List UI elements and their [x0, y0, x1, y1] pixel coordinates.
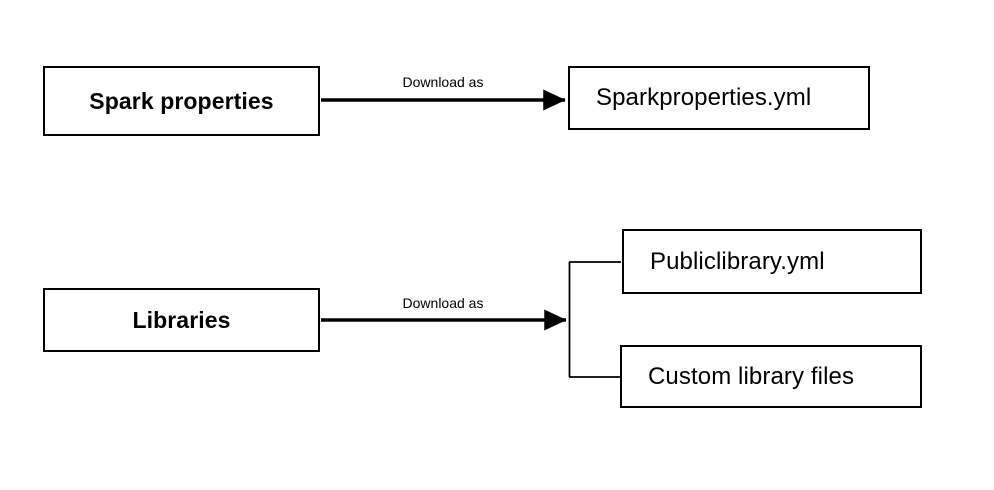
node-sparkproperties-yml[interactable]: Sparkproperties.yml [568, 66, 870, 130]
node-libraries[interactable]: Libraries [43, 288, 320, 352]
node-publiclibrary-yml-label: Publiclibrary.yml [650, 247, 825, 275]
node-sparkproperties-yml-label: Sparkproperties.yml [596, 84, 812, 112]
edge-label-spark-properties-download-as: Download as [321, 75, 565, 89]
node-custom-library-files-label: Custom library files [648, 362, 855, 390]
node-spark-properties-label: Spark properties [89, 87, 274, 114]
edge-label-text: Download as [402, 74, 484, 90]
node-publiclibrary-yml[interactable]: Publiclibrary.yml [622, 229, 922, 294]
node-libraries-label: Libraries [132, 306, 231, 333]
node-custom-library-files[interactable]: Custom library files [620, 345, 922, 408]
node-spark-properties[interactable]: Spark properties [43, 66, 320, 136]
edge-label-text: Download as [402, 295, 484, 311]
edge-label-libraries-download-as: Download as [321, 296, 565, 310]
